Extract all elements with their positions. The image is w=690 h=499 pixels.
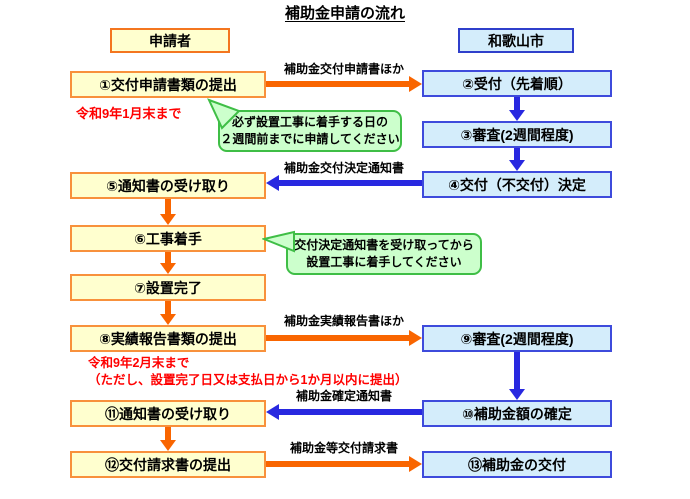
arrow-shaft [165,427,171,442]
callout-2-tail [262,230,295,253]
deadline-note-february-line2: （ただし、設置完了日又は支払日から1か月以内に提出） [88,373,408,387]
arrow-shaft [277,409,422,415]
arrow-label-report-docs: 補助金実績報告書ほか [283,314,404,328]
arrow-shaft [165,199,171,216]
step-box-10-amount-fixed: ⑩補助金額の確定 [422,400,612,427]
callout-1-tail [207,98,241,130]
arrow-head-icon [160,314,176,325]
arrow-head-icon [160,440,176,451]
arrow-head-icon [409,456,422,472]
arrow-label-application-docs: 補助金交付申請書ほか [283,62,404,76]
arrow-head-icon [509,160,525,171]
step-box-12-submit-invoice: ⑫交付請求書の提出 [70,451,266,478]
arrow-shaft [266,81,411,87]
arrow-shaft [277,180,422,186]
deadline-note-january: 令和9年1月末まで [76,106,182,121]
callout-1-line1: 必ず設置工事に着手する日の [231,115,388,129]
step-box-3-review: ③審査(2週間程度) [422,121,612,148]
arrow-shaft [514,97,520,112]
arrow-shaft [165,301,171,316]
step-box-7-install-complete: ⑦設置完了 [70,274,266,301]
arrow-head-icon [409,76,422,92]
arrow-head-icon [160,214,176,225]
callout-apply-two-weeks-before: 必ず設置工事に着手する日の ２週間前までに申請してください [218,110,402,152]
deadline-note-february-line1: 令和9年2月末まで [88,356,190,370]
arrow-head-icon [266,175,279,191]
arrow-head-icon [409,330,422,346]
page-title: 補助金申請の流れ [284,5,405,22]
step-box-2-reception: ②受付（先着順） [422,70,612,97]
arrow-9-to-10 [509,352,525,400]
arrow-label-payment-request: 補助金等交付請求書 [289,441,398,455]
header-applicant: 申請者 [110,28,230,53]
step-box-8-submit-report: ⑧実績報告書類の提出 [70,325,266,352]
arrow-shaft [266,461,411,467]
header-city: 和歌山市 [458,28,574,53]
arrow-10-to-11 [266,404,422,420]
arrow-6-to-7 [160,252,176,274]
arrow-head-icon [160,263,176,274]
callout-1-line2: ２週間前までに申請してください [220,132,400,146]
arrow-shaft [514,148,520,162]
step-box-9-review: ⑨審査(2週間程度) [422,325,612,352]
arrow-shaft [266,335,411,341]
arrow-label-decision-notice: 補助金交付決定通知書 [283,161,404,175]
arrow-7-to-8 [160,301,176,325]
callout-2-line2: 設置工事に着手してください [306,255,462,269]
arrow-head-icon [509,110,525,121]
step-box-6-start-construction: ⑥工事着手 [70,225,266,252]
arrow-5-to-6 [160,199,176,225]
deadline-note-february: 令和9年2月末まで （ただし、設置完了日又は支払日から1か月以内に提出） [88,355,407,389]
arrow-head-icon [509,389,525,400]
arrow-label-fixed-notice: 補助金確定通知書 [295,389,392,403]
arrow-head-icon [266,404,279,420]
arrow-2-to-3 [509,97,525,121]
step-box-5-receive-notice: ⑤通知書の受け取り [70,172,266,199]
arrow-1-to-2 [266,76,422,92]
arrow-8-to-9 [266,330,422,346]
step-box-13-grant-payment: ⑬補助金の交付 [422,451,612,478]
callout-start-after-notice: 交付決定通知書を受け取ってから 設置工事に着手してください [286,233,482,275]
arrow-4-to-5 [266,175,422,191]
step-box-4-grant-decision: ④交付（不交付）決定 [422,171,612,198]
arrow-3-to-4 [509,148,525,171]
step-box-1-submit-application: ①交付申請書類の提出 [70,71,266,98]
arrow-12-to-13 [266,456,422,472]
arrow-shaft [165,252,171,265]
step-box-11-receive-notice: ⑪通知書の受け取り [70,400,266,427]
arrow-11-to-12 [160,427,176,451]
arrow-shaft [514,352,520,391]
callout-2-line1: 交付決定通知書を受け取ってから [294,238,474,252]
